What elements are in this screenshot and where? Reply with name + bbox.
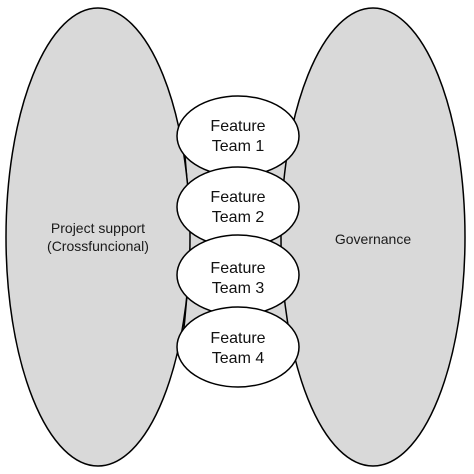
feature-team-2-label-line2: Team 2 bbox=[212, 209, 265, 226]
feature-team-1: Feature Team 1 bbox=[176, 95, 300, 177]
project-support-label-line1: Project support bbox=[51, 220, 145, 236]
feature-team-1-ellipse bbox=[176, 95, 300, 177]
feature-team-3-label-line2: Team 3 bbox=[212, 280, 265, 297]
governance-ellipse bbox=[280, 7, 466, 467]
feature-team-2-label-line1: Feature bbox=[210, 189, 265, 206]
feature-team-3-label-line1: Feature bbox=[210, 260, 265, 277]
feature-team-1-label-line2: Team 1 bbox=[212, 138, 265, 155]
feature-team-3: Feature Team 3 bbox=[176, 234, 300, 316]
feature-team-2: Feature Team 2 bbox=[176, 166, 300, 248]
feature-team-4: Feature Team 4 bbox=[176, 306, 300, 388]
governance-label: Governance bbox=[335, 231, 411, 247]
project-support-ellipse bbox=[5, 7, 191, 467]
feature-team-1-label-line1: Feature bbox=[210, 118, 265, 135]
feature-team-4-label-line1: Feature bbox=[210, 330, 265, 347]
feature-team-4-ellipse bbox=[176, 306, 300, 388]
project-support-label-line2: (Crossfuncional) bbox=[47, 238, 149, 254]
feature-team-4-label-line2: Team 4 bbox=[212, 350, 265, 367]
